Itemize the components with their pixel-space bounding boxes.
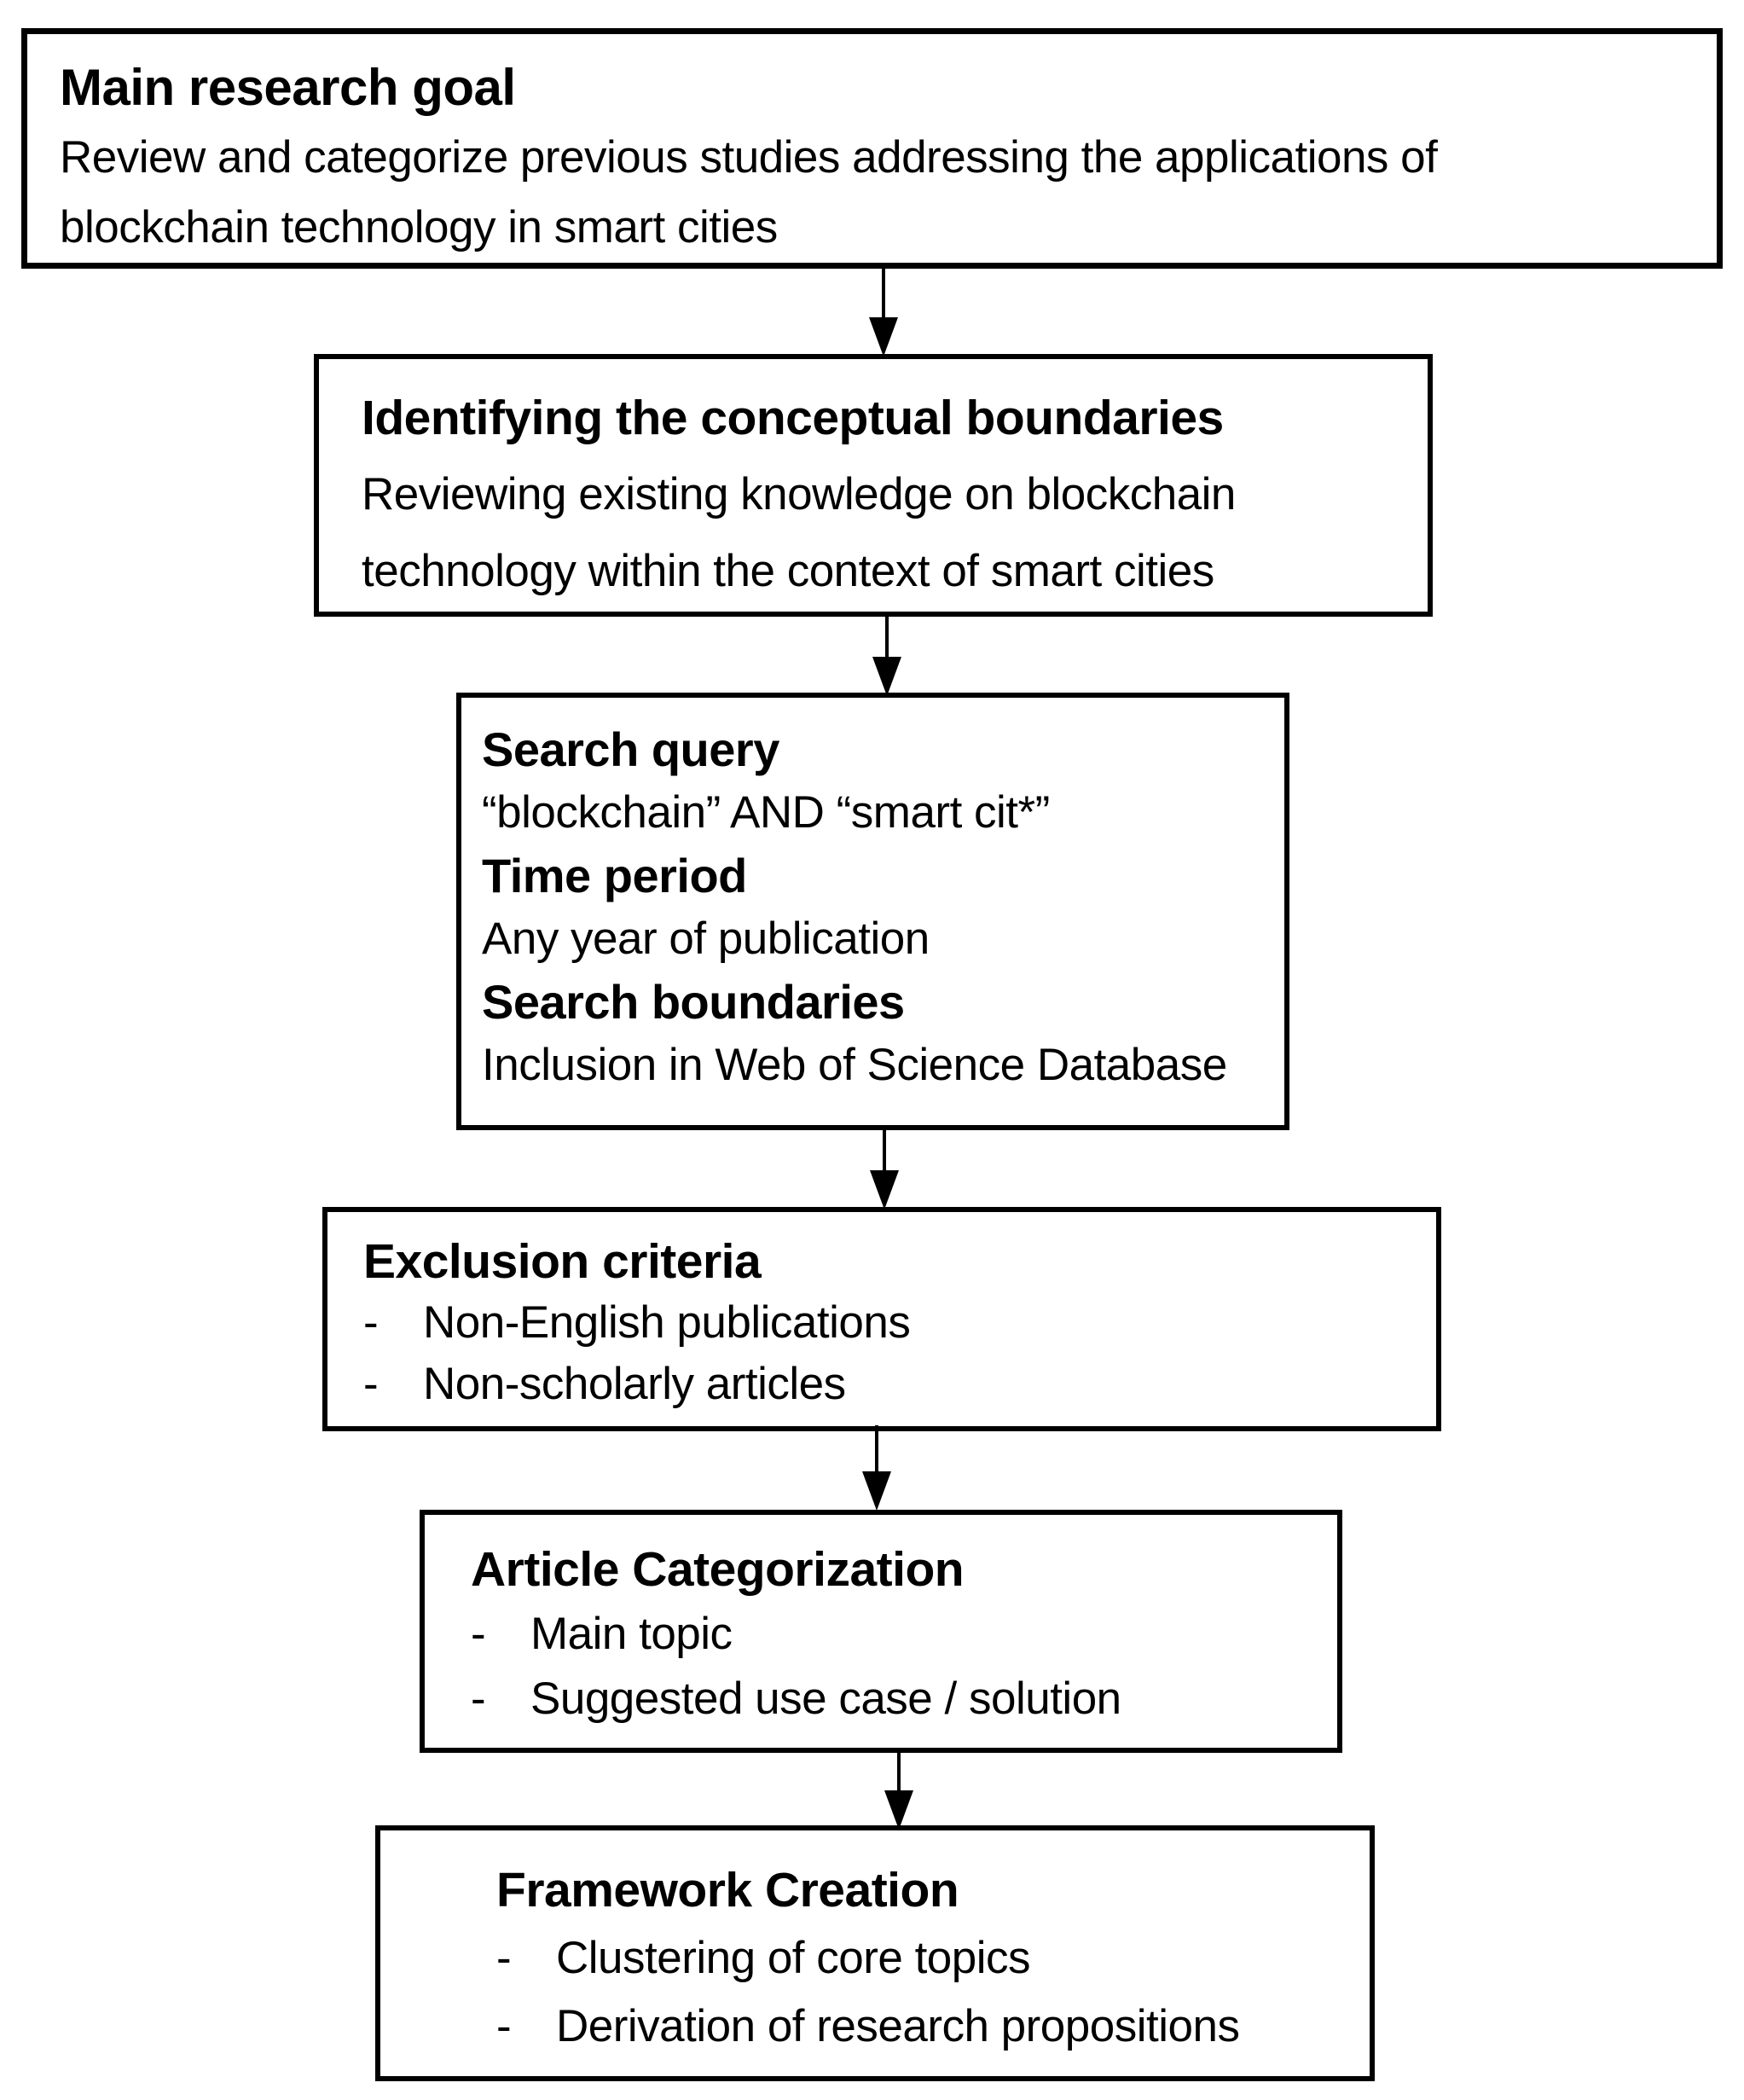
- bullet-item: - Clustering of core topics: [496, 1924, 1336, 1993]
- box-search-parameters: Search query “blockchain” AND “smart cit…: [456, 693, 1289, 1130]
- bullet-dash: -: [496, 1933, 512, 1983]
- bullet-item: - Derivation of research propositions: [496, 1993, 1336, 2061]
- arrow-head-icon: [862, 1471, 891, 1511]
- bullet-dash: -: [471, 1674, 486, 1724]
- box-title: Framework Creation: [496, 1863, 959, 1917]
- section-value: “blockchain” AND “smart cit*”: [482, 787, 1050, 838]
- bullet-item: - Suggested use case / solution: [471, 1667, 1291, 1732]
- box-framework-creation: Framework Creation - Clustering of core …: [375, 1825, 1375, 2081]
- bullet-item: - Main topic: [471, 1602, 1291, 1667]
- bullet-text: Derivation of research propositions: [556, 2001, 1240, 2051]
- box-exclusion-criteria: Exclusion criteria - Non-English publica…: [322, 1207, 1441, 1431]
- arrow-head-icon: [870, 1170, 899, 1210]
- bullet-item: - Non-scholarly articles: [363, 1354, 1400, 1415]
- arrow-head-icon: [869, 317, 898, 357]
- box-identifying-conceptual-boundaries: Identifying the conceptual boundaries Re…: [314, 354, 1433, 617]
- arrow-head-icon: [872, 657, 901, 696]
- section-title: Search query: [482, 722, 779, 776]
- bullet-text: Suggested use case / solution: [530, 1674, 1121, 1724]
- box-title: Main research goal: [60, 59, 516, 116]
- flow-arrow-1: [868, 267, 899, 357]
- section-title: Search boundaries: [482, 975, 905, 1029]
- flow-arrow-4: [861, 1425, 892, 1511]
- flow-arrow-5: [884, 1750, 914, 1830]
- bullet-dash: -: [363, 1297, 379, 1348]
- arrow-head-icon: [884, 1790, 913, 1830]
- box-text-line: Review and categorize previous studies a…: [60, 132, 1438, 183]
- bullet-dash: -: [471, 1609, 486, 1659]
- box-title: Identifying the conceptual boundaries: [362, 391, 1224, 445]
- bullet-text: Main topic: [530, 1609, 733, 1659]
- bullet-text: Clustering of core topics: [556, 1933, 1031, 1983]
- section-value: Inclusion in Web of Science Database: [482, 1040, 1227, 1090]
- box-title: Article Categorization: [471, 1542, 965, 1597]
- bullet-text: Non-English publications: [423, 1297, 911, 1348]
- bullet-dash: -: [363, 1359, 379, 1409]
- arrow-line: [875, 1425, 878, 1482]
- arrow-line: [882, 267, 885, 328]
- arrow-line: [883, 1128, 886, 1181]
- bullet-item: - Non-English publications: [363, 1292, 1400, 1354]
- section-title: Time period: [482, 849, 747, 902]
- flow-arrow-3: [869, 1128, 900, 1210]
- box-article-categorization: Article Categorization - Main topic - Su…: [420, 1510, 1342, 1753]
- bullet-text: Non-scholarly articles: [423, 1359, 846, 1409]
- box-title: Exclusion criteria: [363, 1234, 762, 1289]
- arrow-line: [897, 1750, 901, 1801]
- bullet-dash: -: [496, 2001, 512, 2051]
- box-main-research-goal: Main research goal Review and categorize…: [21, 28, 1723, 269]
- box-text-line: Reviewing existing knowledge on blockcha…: [362, 469, 1236, 519]
- box-text-line: blockchain technology in smart cities: [60, 202, 778, 252]
- flow-arrow-2: [872, 614, 902, 696]
- arrow-line: [885, 614, 889, 667]
- section-value: Any year of publication: [482, 914, 930, 964]
- box-text-line: technology within the context of smart c…: [362, 546, 1214, 596]
